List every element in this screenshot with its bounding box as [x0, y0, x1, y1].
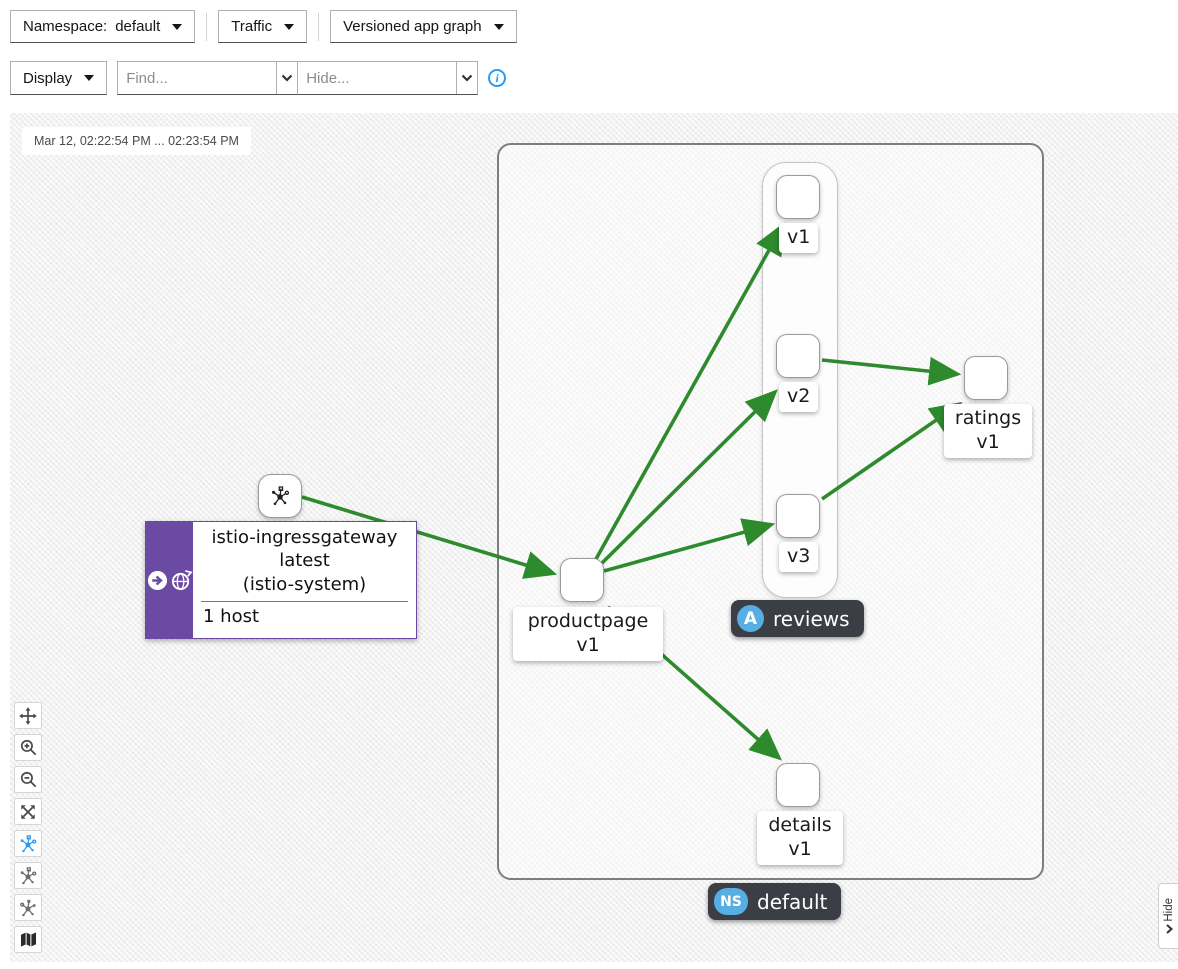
gateway-namespace: (istio-system) [242, 573, 367, 595]
toolbar-divider [206, 12, 208, 41]
edge-reviews-v2-ratings[interactable] [821, 356, 962, 386]
gateway-host-count: 1 host [203, 606, 260, 628]
node-label-details[interactable]: details v1 [757, 811, 843, 865]
gateway-badge-band [146, 522, 193, 638]
layout-selected-icon [20, 834, 37, 852]
fit-to-screen-button[interactable] [14, 798, 42, 825]
graph-type-label: Versioned app graph [343, 18, 482, 35]
graph-type-dropdown[interactable]: Versioned app graph [330, 10, 517, 43]
ratings-name: ratings [954, 407, 1022, 429]
edge-productpage-reviews-v1[interactable] [594, 222, 785, 560]
app-icon: A [737, 605, 764, 632]
gateway-version: latest [279, 550, 330, 572]
zoom-in-icon [20, 739, 36, 756]
chevron-down-icon [281, 74, 293, 82]
layout-cola-button[interactable] [14, 862, 42, 889]
chevron-down-icon [493, 23, 504, 30]
display-label: Display [23, 69, 73, 87]
gateway-label-divider [201, 601, 408, 603]
zoom-out-icon [20, 771, 36, 788]
details-name: details [768, 814, 832, 836]
edge-reviews-v3-ratings[interactable] [820, 401, 963, 501]
node-istio-ingressgateway[interactable] [258, 474, 302, 518]
hide-field-group [298, 61, 479, 95]
find-options-button[interactable] [276, 62, 297, 94]
productpage-version: v1 [576, 633, 600, 656]
traffic-dropdown[interactable]: Traffic [218, 10, 308, 43]
graph-canvas[interactable]: Mar 12, 02:22:54 PM ... 02:23:54 PM [10, 113, 1178, 962]
graph-tour-toolbar [14, 702, 42, 953]
display-dropdown[interactable]: Display [10, 61, 108, 95]
layout-alt-2-icon [20, 899, 36, 916]
summary-panel-toggle[interactable]: Hide [1158, 883, 1178, 949]
namespace-dropdown[interactable]: Namespace: default [10, 10, 196, 43]
namespace-value: default [115, 18, 161, 35]
node-label-reviews-v1[interactable]: v1 [779, 223, 819, 253]
find-input[interactable] [118, 62, 277, 94]
layout-concentric-button[interactable] [14, 894, 42, 921]
node-label-reviews-v2[interactable]: v2 [779, 382, 819, 412]
gateway-globe-icon [171, 569, 193, 590]
node-reviews-v3[interactable] [776, 494, 820, 538]
namespace-label: Namespace: [23, 18, 108, 35]
mesh-icon [272, 486, 290, 506]
graph-toolbar-secondary: Display i [10, 61, 507, 95]
traffic-label: Traffic [231, 18, 273, 35]
chevron-right-icon [1165, 924, 1173, 935]
zoom-out-button[interactable] [14, 766, 42, 793]
hide-options-button[interactable] [456, 62, 477, 94]
expand-arrows-icon [21, 804, 35, 819]
node-ratings-v1[interactable] [964, 356, 1008, 400]
legend-map-icon [20, 932, 36, 947]
hide-input[interactable] [298, 62, 457, 94]
details-version: v1 [788, 837, 812, 860]
reviews-app-badge[interactable]: A reviews [731, 600, 864, 637]
node-reviews-v1[interactable] [776, 175, 820, 219]
summary-panel-toggle-label: Hide [1162, 897, 1175, 922]
productpage-name: productpage [527, 610, 649, 632]
find-field-group [117, 61, 299, 95]
zoom-in-button[interactable] [14, 734, 42, 761]
chevron-down-icon [84, 75, 95, 81]
legend-button[interactable] [14, 926, 42, 953]
namespace-badge-label: default [757, 889, 828, 914]
reviews-app-badge-label: reviews [773, 606, 850, 631]
layout-alt-1-icon [20, 866, 37, 884]
node-label-reviews-v3[interactable]: v3 [779, 542, 819, 572]
pan-button[interactable] [14, 702, 42, 729]
node-label-productpage[interactable]: productpage v1 [513, 607, 663, 661]
toolbar-divider [318, 12, 320, 41]
edge-productpage-reviews-v3[interactable] [603, 518, 776, 573]
chevron-down-icon [461, 74, 473, 82]
gateway-title: istio-ingressgateway [211, 527, 398, 548]
chevron-down-icon [284, 23, 295, 30]
node-productpage-v1[interactable] [560, 558, 604, 602]
graph-time-range: Mar 12, 02:22:54 PM ... 02:23:54 PM [22, 127, 251, 155]
edge-productpage-reviews-v2[interactable] [598, 389, 778, 567]
layout-dagre-button[interactable] [14, 830, 42, 857]
graph-toolbar-primary: Namespace: default Traffic Versioned app… [10, 10, 517, 43]
graph-edges [301, 222, 963, 761]
ratings-version: v1 [976, 430, 1000, 453]
traffic-source-icon [147, 570, 167, 590]
edge-gateway-productpage[interactable] [301, 495, 558, 579]
node-details-v1[interactable] [776, 763, 820, 807]
namespace-icon: NS [714, 888, 748, 915]
node-reviews-v2[interactable] [776, 334, 820, 378]
pan-icon [19, 706, 37, 725]
node-label-ratings[interactable]: ratings v1 [944, 404, 1032, 458]
istio-ingressgateway-label-box[interactable]: istio-ingressgateway latest (istio-syste… [145, 521, 417, 639]
namespace-badge[interactable]: NS default [708, 883, 842, 920]
chevron-down-icon [172, 23, 183, 30]
find-hide-help-icon[interactable]: i [488, 69, 507, 87]
